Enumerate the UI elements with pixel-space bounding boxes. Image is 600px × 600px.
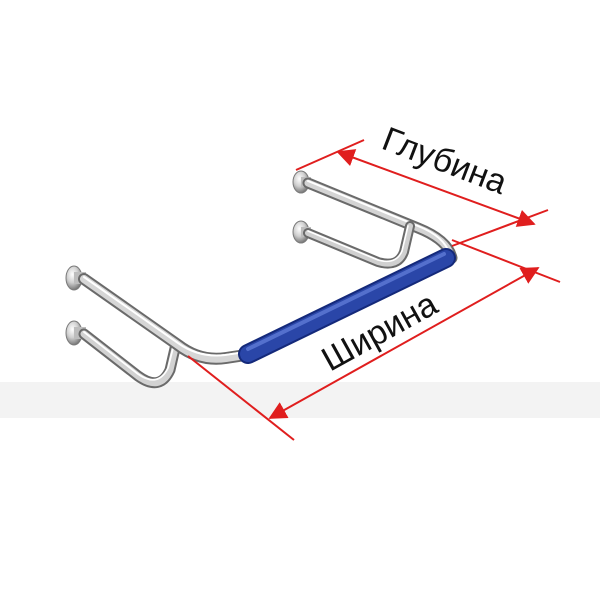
- depth-label: Глубина: [377, 120, 512, 202]
- width-dimension: [187, 239, 561, 441]
- left-frame-tubes: [78, 273, 258, 389]
- width-dimension-line: [268, 267, 540, 419]
- depth-extension-line-front: [451, 209, 549, 247]
- width-extension-line-left: [187, 355, 295, 441]
- depth-extension-line-back: [295, 139, 365, 171]
- width-extension-line-right: [451, 239, 561, 283]
- handrail-illustration: [65, 170, 458, 389]
- depth-dimension-line: [336, 149, 536, 227]
- right-frame-tubes: [302, 177, 458, 269]
- floor-band: [0, 382, 600, 418]
- depth-dimension: [295, 139, 549, 247]
